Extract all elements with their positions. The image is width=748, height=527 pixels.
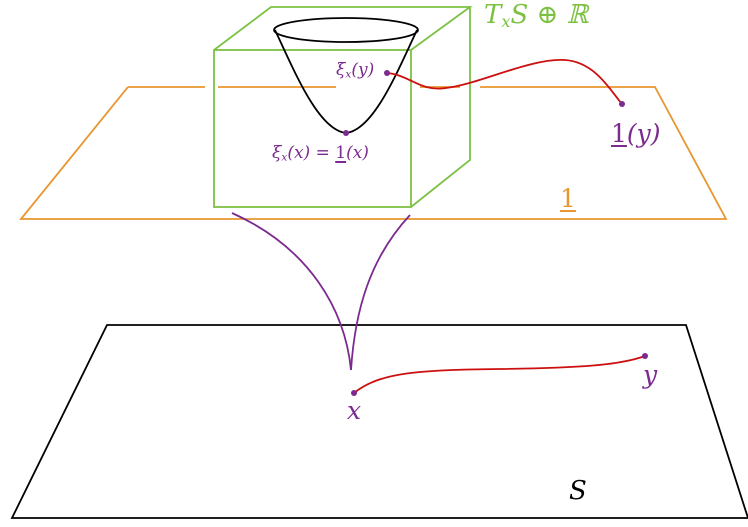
section-curve xyxy=(386,59,623,105)
tangent-cube xyxy=(213,6,473,208)
one-y-arg: (y) xyxy=(626,119,661,148)
path-x-to-y xyxy=(353,355,646,394)
one-y-one: 1 xyxy=(611,119,627,148)
xi-y-label: ξx(y) xyxy=(336,62,374,80)
one-y-label: 1(y) xyxy=(611,121,661,146)
map-curve-left xyxy=(231,212,352,371)
point-x xyxy=(351,390,357,396)
base-plane-S xyxy=(10,324,748,519)
xi-x-arg: (x) = xyxy=(287,143,336,163)
cube-label-prefix: T xyxy=(484,0,502,30)
xi-y-sub: x xyxy=(345,68,352,81)
cube-label: TxS ⊕ ℝ xyxy=(484,2,588,30)
point-xi-x xyxy=(343,130,349,136)
point-x-label: x xyxy=(347,396,362,425)
xi-x-label: ξx(x) = 1(x) xyxy=(272,145,369,163)
xi-x-rest: (x) xyxy=(346,143,369,163)
point-y-label: y xyxy=(643,360,658,389)
xi-x-sub: x xyxy=(281,151,288,164)
xi-y-main: ξ xyxy=(336,60,346,80)
cube-label-sub: x xyxy=(501,12,511,32)
surface-label: S xyxy=(569,476,587,506)
map-curve-right xyxy=(350,214,411,371)
bundle-label: 1 xyxy=(560,184,576,213)
cube-label-suffix: S ⊕ ℝ xyxy=(510,0,589,30)
xi-y-arg: (y) xyxy=(351,60,375,80)
point-y xyxy=(642,353,648,359)
bundle-plane-outline xyxy=(19,86,728,220)
xi-x-one: 1 xyxy=(335,143,347,163)
point-xi-y xyxy=(384,70,390,76)
point-one-y xyxy=(619,101,625,107)
xi-x-main: ξ xyxy=(272,143,282,163)
